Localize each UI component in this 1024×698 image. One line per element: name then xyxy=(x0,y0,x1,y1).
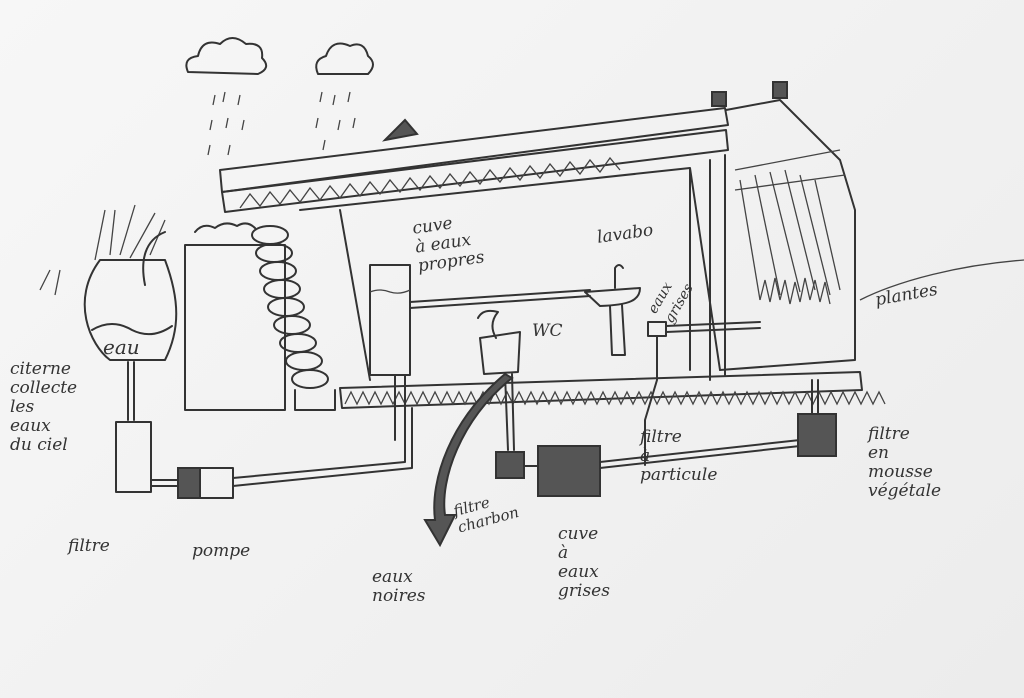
label-eaux-noires: eaux noires xyxy=(372,567,426,606)
label-filtre-mousse-vegetale: filtre en mousse végétale xyxy=(868,424,942,501)
label-filtre-particule: filtre à particule xyxy=(640,427,718,485)
label-cuve-eaux-grises: cuve à eaux grises xyxy=(558,524,610,601)
label-filtre: filtre xyxy=(68,536,110,556)
label-cuve-eaux-propres: cuve à eaux propres xyxy=(411,213,486,277)
label-pompe: pompe xyxy=(192,541,251,561)
label-wc: WC xyxy=(532,321,563,341)
cloud-icon xyxy=(185,37,374,75)
spiral-pipe xyxy=(251,225,336,411)
label-citerne: citerne collecte les eaux du ciel xyxy=(10,359,78,455)
label-eau: eau xyxy=(103,335,140,359)
rain xyxy=(207,91,356,156)
